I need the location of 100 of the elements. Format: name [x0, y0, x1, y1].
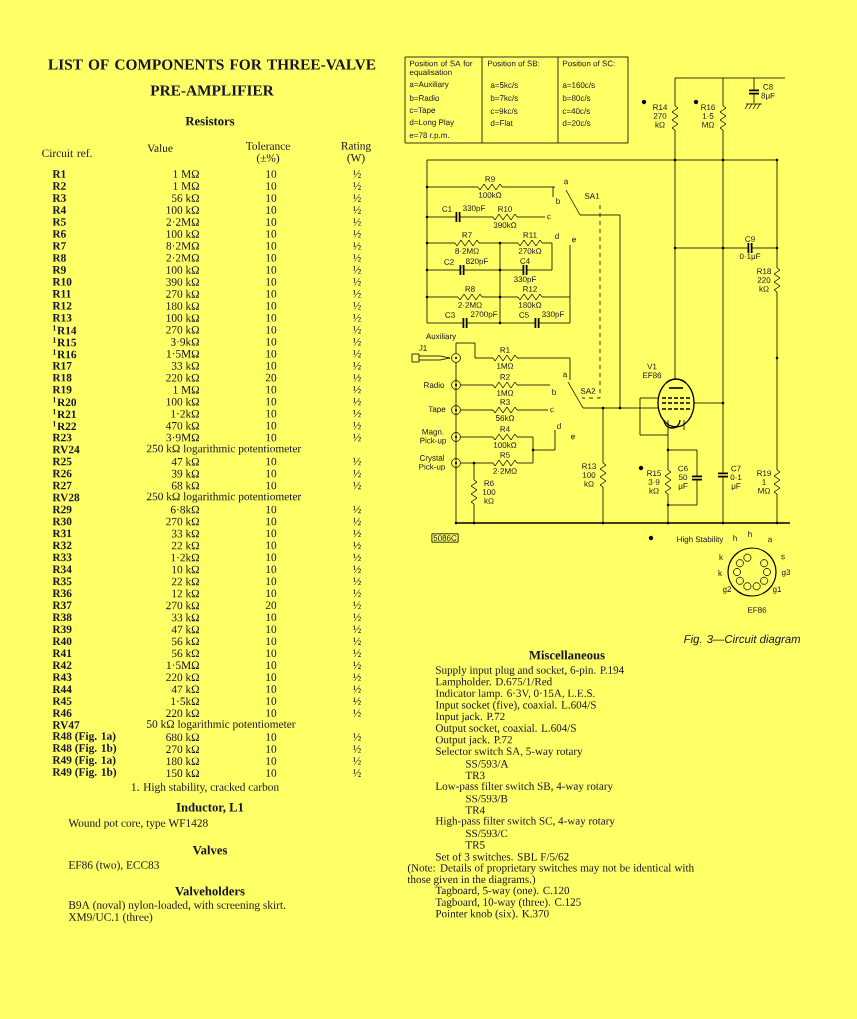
- table-cell: 270 kΩ: [166, 601, 199, 610]
- table-cell: R49 (Fig. 1a): [52, 755, 116, 767]
- table-cell: ½: [353, 326, 361, 334]
- table-cell: 390 kΩ: [166, 277, 199, 286]
- table-cell: 22 kΩ: [171, 541, 199, 550]
- table-cell: 10: [266, 313, 277, 322]
- table-cell: d=20c/s: [562, 120, 591, 126]
- list-item: SS/593/B: [466, 794, 508, 803]
- component-label: 270kΩ: [518, 248, 542, 254]
- table-cell: ½: [353, 206, 361, 214]
- component-label: R3: [500, 399, 510, 405]
- table-cell: R41: [52, 649, 72, 657]
- table-cell: 10: [266, 254, 277, 262]
- table-cell: c=9kc/s: [490, 108, 518, 114]
- table-cell: ½: [353, 613, 361, 621]
- table-cell: R39: [52, 625, 72, 634]
- pin-label: h: [733, 535, 737, 541]
- table-cell: 1·2kΩ: [171, 409, 199, 418]
- table-cell: ½: [353, 529, 361, 538]
- component-label: SA2: [580, 388, 596, 394]
- table-cell: 10: [266, 325, 277, 334]
- list-item: High-pass filter switch SC, 4-way rotary: [435, 816, 615, 827]
- component-label: Magn. Pick-up: [420, 429, 446, 445]
- table-cell: 10: [266, 661, 277, 669]
- component-label: 1MΩ: [497, 390, 514, 396]
- table-cell: 10: [266, 301, 277, 310]
- table-cell: 10: [266, 637, 277, 646]
- list-item: TR3: [465, 771, 485, 780]
- table-cell: ½: [353, 577, 361, 586]
- table-cell: 33 kΩ: [171, 529, 199, 538]
- component-label: Auxiliary: [425, 333, 457, 341]
- list-item: SS/593/A: [466, 760, 509, 768]
- table-cell: ½: [353, 481, 361, 490]
- column-header: Circuit ref.: [42, 148, 92, 158]
- list-item: Supply input plug and socket, 6-pin. P.194: [436, 666, 624, 677]
- table-cell: 1 MΩ: [173, 385, 199, 394]
- table-cell: R17: [52, 361, 72, 370]
- table-cell: 150 kΩ: [166, 769, 199, 777]
- table-cell: ½: [353, 194, 361, 202]
- component-label: C2: [444, 259, 454, 265]
- table-cell: ½: [353, 553, 361, 562]
- table-cell: ½: [353, 601, 361, 609]
- table-cell: R30: [52, 517, 72, 526]
- table-cell: 100 kΩ: [166, 205, 199, 214]
- table-cell: R19: [52, 385, 72, 394]
- column-header: Value: [147, 144, 173, 152]
- table-cell: Position of SC:: [563, 60, 615, 67]
- table-cell: 10: [266, 361, 277, 370]
- table-cell: ½: [353, 290, 361, 298]
- table-cell: 33 kΩ: [171, 613, 199, 622]
- table-cell: 10: [266, 290, 277, 298]
- table-cell: 33 kΩ: [171, 361, 199, 370]
- table-cell: a=Auxiliary: [409, 81, 449, 89]
- table-cell: 20: [265, 601, 277, 610]
- column-header: Rating (W): [341, 142, 371, 164]
- component-label: Crystal Pick-up: [419, 454, 445, 472]
- table-cell: R38: [52, 613, 72, 622]
- table-cell: ½: [353, 637, 361, 645]
- table-cell: 56 kΩ: [172, 193, 199, 202]
- table-cell: b=7kc/s: [490, 95, 518, 101]
- table-cell: R36: [52, 589, 72, 598]
- table-cell: ½: [353, 757, 361, 765]
- table-cell: 10: [266, 230, 277, 238]
- table-cell: ½: [353, 589, 361, 598]
- list-item: Lampholder. D.675/1/Red: [435, 677, 553, 688]
- table-cell: 270 kΩ: [166, 325, 199, 334]
- table-cell: 220 kΩ: [166, 673, 199, 682]
- component-label: C3: [445, 312, 455, 318]
- table-cell: 10: [266, 745, 277, 753]
- table-cell: 10: [266, 685, 277, 693]
- table-cell: ½: [353, 733, 361, 741]
- table-cell: 12 kΩ: [172, 589, 199, 598]
- table-cell: 10: [266, 337, 277, 346]
- component-label: R15 3·9 kΩ: [647, 470, 661, 494]
- component-label: R4: [500, 426, 510, 432]
- table-cell: 10 kΩ: [172, 565, 199, 574]
- table-cell: 270 kΩ: [166, 745, 199, 754]
- table-cell: R33: [52, 553, 72, 562]
- component-label: Tape: [428, 406, 446, 414]
- table-cell: R9: [52, 266, 66, 274]
- table-cell: R1: [52, 170, 66, 178]
- pin-label: g1: [772, 586, 782, 594]
- table-cell: 10: [266, 457, 277, 466]
- component-label: b: [556, 198, 560, 204]
- component-label: 1MΩ: [497, 363, 514, 369]
- table-cell: ½: [353, 302, 361, 310]
- table-cell: 10: [266, 266, 277, 274]
- table-cell: 10: [266, 517, 277, 526]
- table-cell: ½: [353, 397, 361, 406]
- component-label: 390kΩ: [493, 222, 517, 228]
- list-item: Selector switch SA, 5-way rotary: [436, 747, 583, 758]
- pin-label: k: [719, 554, 723, 560]
- table-cell: R48 (Fig. 1b): [52, 743, 117, 755]
- table-cell: 100 kΩ: [166, 397, 199, 406]
- component-label: Radio: [424, 382, 445, 388]
- note: (Note: Details of proprietary switches may not be identical with those given in the diagrams.): [407, 863, 694, 886]
- table-cell: R40: [52, 637, 72, 646]
- table-cell: R11: [52, 290, 71, 298]
- table-cell: RV28: [52, 493, 80, 502]
- table-cell: RV47: [52, 721, 80, 729]
